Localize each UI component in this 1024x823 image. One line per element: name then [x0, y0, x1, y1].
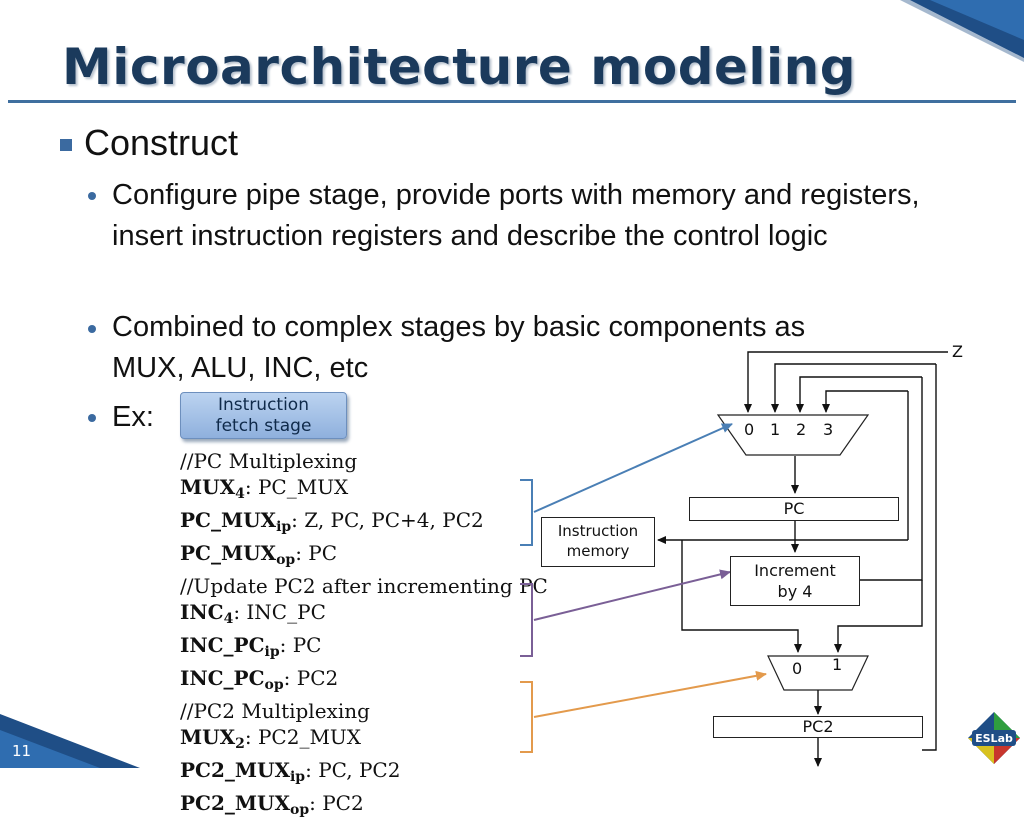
code-line: PC_MUXop: PC: [180, 541, 338, 568]
bullet-square-icon: [60, 139, 72, 151]
imem-line2: memory: [566, 542, 630, 560]
bracket-blue: [520, 479, 533, 546]
callout-line1: Instruction: [218, 395, 309, 415]
bullet-combined-line1: Combined to complex stages by basic comp…: [112, 311, 806, 343]
inc-line2: by 4: [777, 582, 813, 601]
code-comment: //PC2 Multiplexing: [180, 699, 370, 723]
z-label: Z: [952, 342, 963, 361]
eslab-logo: ESLab: [968, 712, 1020, 764]
mux4-input-label: 2: [796, 420, 807, 439]
code-line: INC4: INC_PC: [180, 600, 326, 627]
code-line: PC2_MUXop: PC2: [180, 791, 364, 818]
arrow-orange: [533, 670, 767, 718]
mux4-shape: [716, 414, 870, 456]
logo-text: ESLab: [975, 732, 1013, 745]
instruction-memory-box: Instruction memory: [541, 517, 655, 567]
bullet-combined-line2: MUX, ALU, INC, etc: [112, 352, 369, 384]
slide-title: Microarchitecture modeling: [62, 38, 857, 96]
mux2-shape: [767, 655, 869, 691]
datapath-diagram: [520, 351, 948, 767]
bullet-dot-icon: [88, 325, 96, 333]
corner-decoration-bottom-left: [0, 714, 140, 768]
inc-line1: Increment: [754, 561, 836, 580]
slide-number: 11: [12, 742, 32, 760]
instruction-fetch-stage-callout: Instruction fetch stage: [180, 392, 347, 439]
code-line: PC_MUXip: Z, PC, PC+4, PC2: [180, 508, 484, 535]
arrow-purple: [533, 569, 731, 621]
title-rule: [8, 100, 1016, 103]
code-line: INC_PCip: PC: [180, 633, 322, 660]
code-line: INC_PCop: PC2: [180, 666, 339, 693]
bullet-ex: Ex:: [112, 401, 154, 433]
bracket-purple: [520, 583, 533, 657]
bullet-configure: Configure pipe stage, provide ports with…: [112, 179, 920, 252]
mux4-input-label: 1: [770, 420, 781, 439]
callout-line2: fetch stage: [215, 416, 312, 436]
bullet-construct: Construct: [84, 122, 239, 163]
increment-by-4-box: Increment by 4: [730, 556, 860, 606]
bracket-orange: [520, 681, 533, 753]
code-comment: //PC Multiplexing: [180, 449, 358, 473]
pc-register: PC: [689, 497, 899, 521]
mux4-input-label: 0: [744, 420, 755, 439]
bullet-dot-icon: [88, 414, 96, 422]
mux2-input-label: 0: [792, 659, 803, 678]
arrow-blue: [533, 423, 733, 513]
mux2-input-label: 1: [832, 655, 843, 674]
mux4-input-label: 3: [823, 420, 834, 439]
code-line: MUX4: PC_MUX: [180, 475, 349, 502]
bullet-dot-icon: [88, 192, 96, 200]
code-line: MUX2: PC2_MUX: [180, 725, 362, 752]
corner-decoration-top-right: [892, 0, 1024, 66]
imem-line1: Instruction: [557, 522, 639, 540]
pc2-register: PC2: [713, 716, 923, 738]
code-comment: //Update PC2 after incrementing PC: [180, 574, 548, 598]
